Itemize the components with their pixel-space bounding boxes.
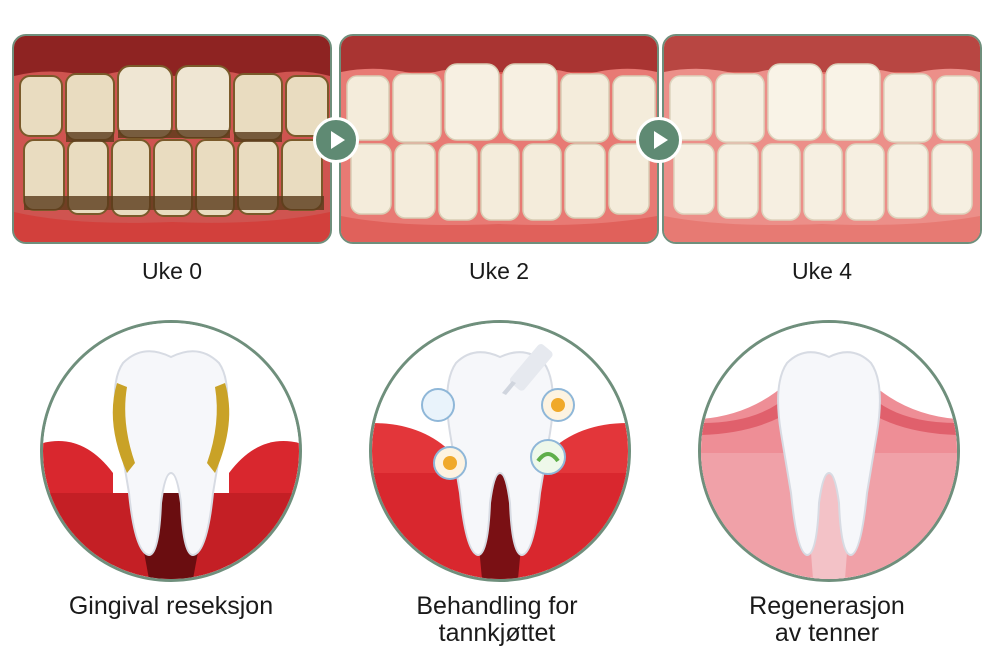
caption-line: tannkjøttet [438,619,556,647]
tooth-icon [113,350,229,557]
tooth-icon [777,351,881,557]
week-label: Uke 2 [468,258,530,284]
photo-week-4 [662,34,982,244]
caption-gum-treatment: Behandling for tannkjøttet [327,593,667,647]
caption-gingival-resection: Gingival reseksjon [1,593,341,620]
photo-week-2 [339,34,659,244]
illustration-gum-recession [40,320,302,582]
nutrient-bubble-icon [421,388,575,480]
illustration-tooth-regeneration [698,320,960,582]
caption-line: Behandling for [416,592,578,620]
week-label: Uke 0 [141,258,203,284]
illustration-gum-treatment [369,320,631,582]
play-arrow-icon [313,117,359,163]
play-arrow-icon [636,117,682,163]
caption-line: Regenerasjon [749,592,905,620]
caption-tooth-regeneration: Regenerasjon av tenner [657,593,997,647]
week-label: Uke 4 [791,258,853,284]
dropper-icon [502,344,553,395]
caption-line: Gingival reseksjon [68,592,274,620]
photo-week-0 [12,34,332,244]
caption-line: av tenner [774,619,880,647]
